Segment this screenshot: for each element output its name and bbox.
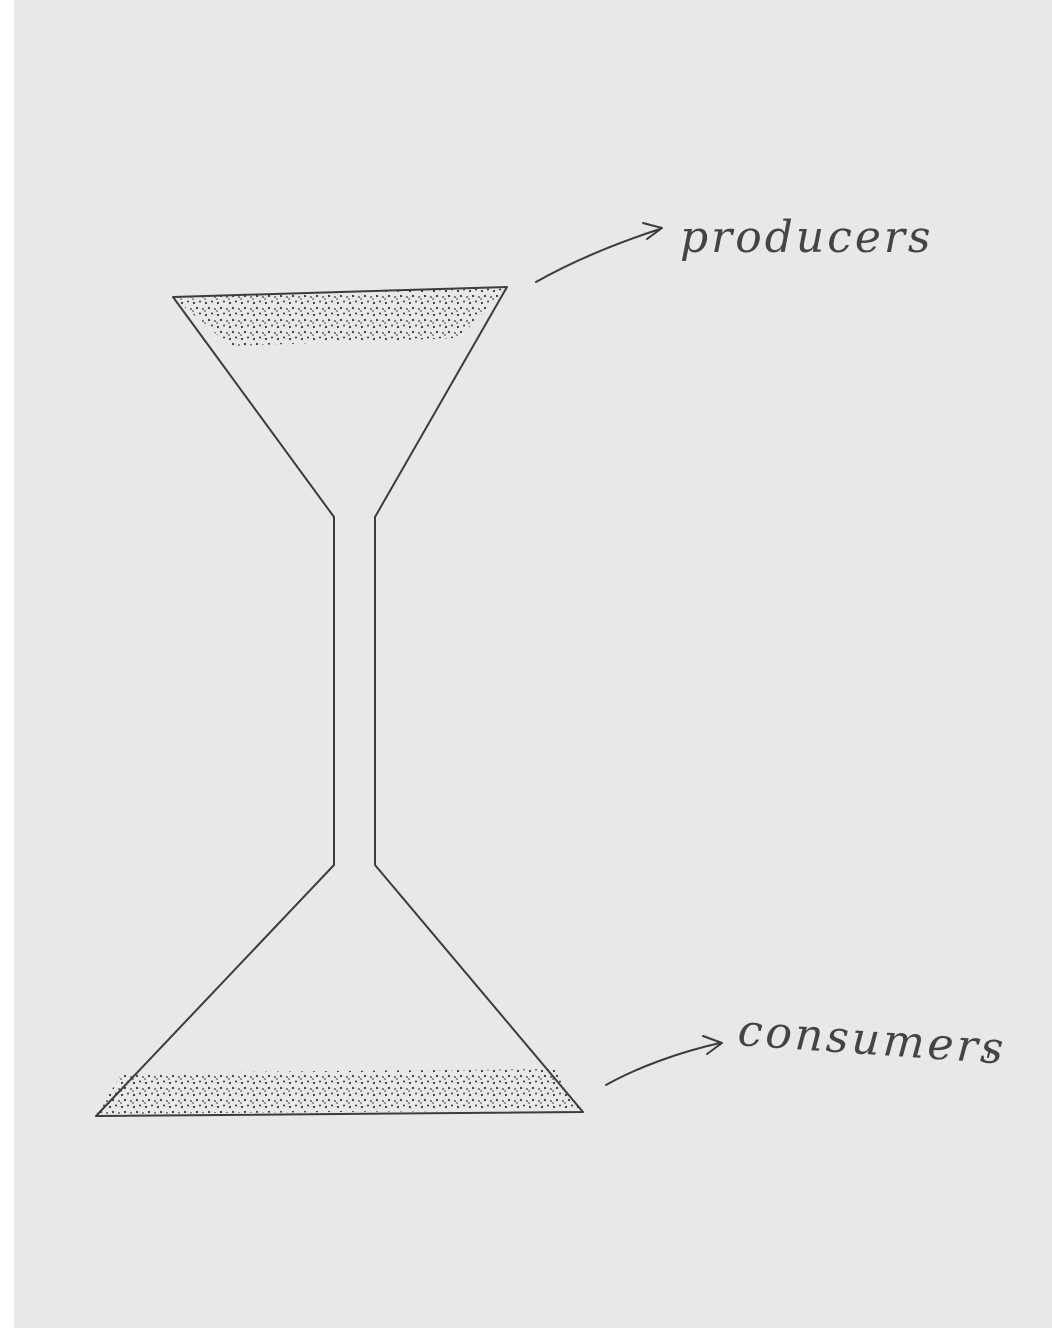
hourglass-outline: [96, 287, 583, 1116]
producers-label: producers: [680, 212, 934, 263]
producers-arrow: [536, 223, 662, 282]
consumers-arrow: [606, 1036, 722, 1085]
consumers-fill: [97, 1069, 580, 1114]
consumers-label: consumers: [736, 1005, 1008, 1075]
